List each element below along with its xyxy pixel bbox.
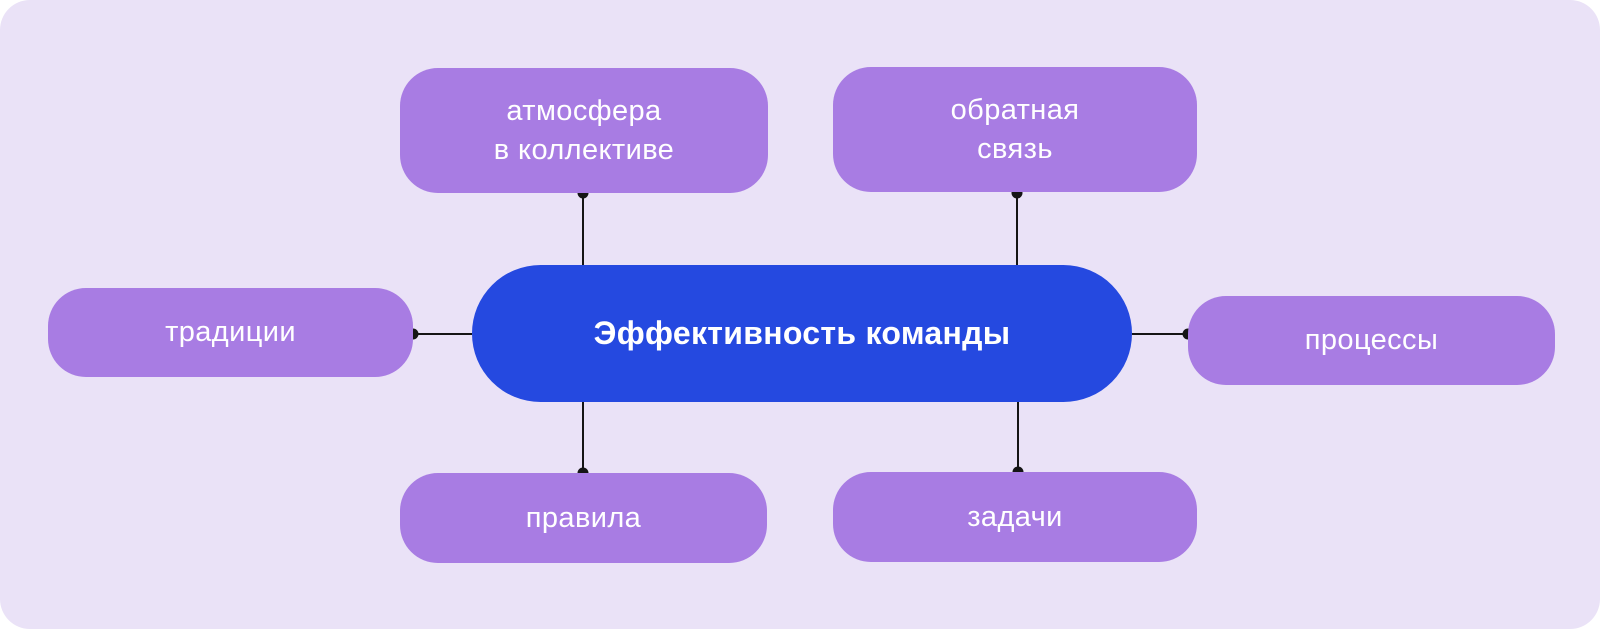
node-tasks: задачи [833, 472, 1197, 562]
node-center: Эффективность команды [472, 265, 1132, 402]
connector-dot-feedback [1011, 187, 1023, 199]
connector-tasks [1017, 402, 1019, 472]
node-processes: процессы [1188, 296, 1555, 385]
node-traditions-label: традиции [165, 316, 296, 349]
connector-feedback [1016, 193, 1018, 265]
node-rules: правила [400, 473, 767, 563]
node-atmosphere: атмосфера в коллективе [400, 68, 768, 193]
node-feedback: обратная связь [833, 67, 1197, 192]
connector-dot-atmosphere [577, 187, 589, 199]
connector-dot-traditions [407, 328, 419, 340]
node-processes-label: процессы [1304, 324, 1439, 357]
node-center-label: Эффективность команды [593, 315, 1011, 351]
connector-traditions [413, 333, 472, 335]
node-tasks-label: задачи [967, 500, 1063, 533]
node-traditions: традиции [48, 288, 413, 377]
connector-processes [1132, 333, 1188, 335]
connector-rules [582, 402, 584, 473]
node-rules-label: правила [525, 501, 642, 534]
connector-atmosphere [582, 193, 584, 265]
node-feedback-label: обратная связь [950, 94, 1080, 165]
node-atmosphere-label: атмосфера в коллективе [493, 95, 675, 166]
